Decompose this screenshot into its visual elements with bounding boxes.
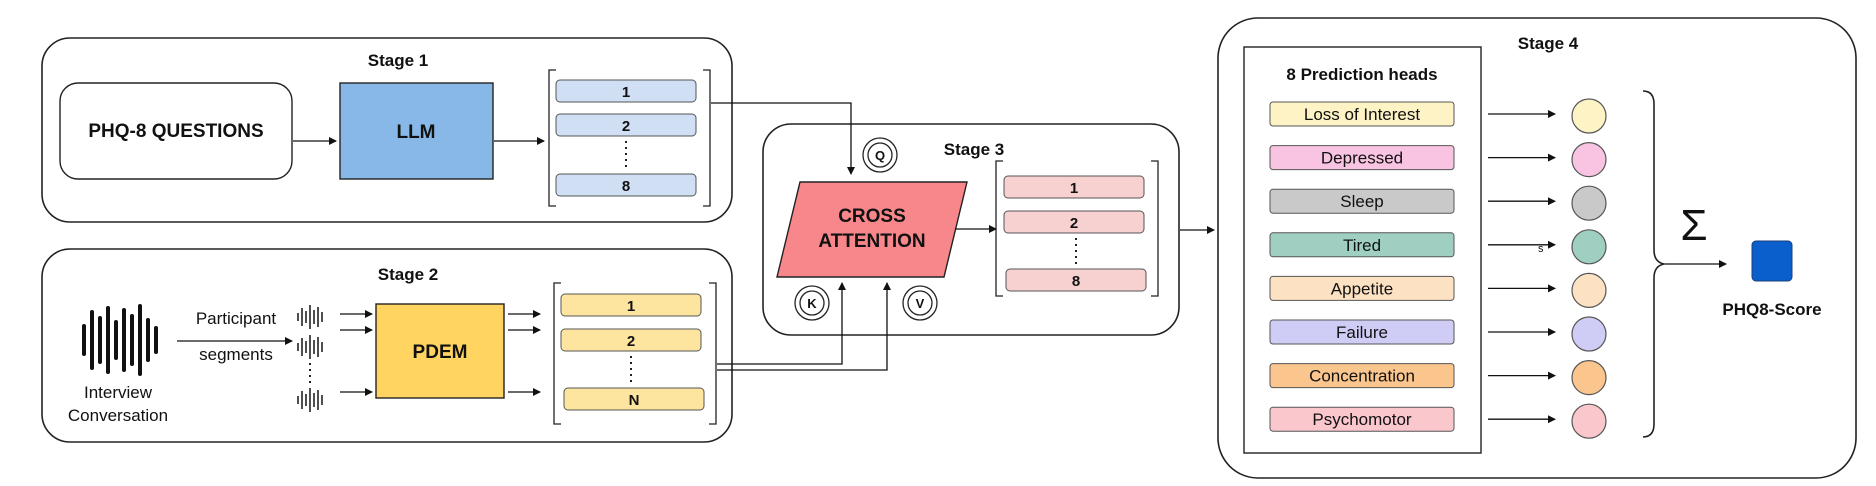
stage3-panel: Stage 3 Q CROSS ATTENTION K V 1 2 8: [762, 123, 1180, 336]
stage2-embedding-1-label: 1: [627, 298, 635, 315]
stage2-embedding-n-label: N: [629, 392, 640, 409]
prediction-head-box: [1269, 363, 1455, 389]
phq8-questions-label: PHQ-8 QUESTIONS: [88, 121, 263, 142]
stage1-embedding-1: [555, 79, 697, 103]
stage3-embedding-8-label: 8: [1072, 273, 1080, 290]
stage2-embedding-n: [563, 387, 705, 411]
stage3-embedding-2-label: 2: [1070, 215, 1078, 232]
stage1-embedding-8: [555, 173, 697, 197]
value-badge: V: [902, 285, 938, 321]
stage3-bracket-left: [995, 160, 1003, 297]
segments-label-line2: segments: [199, 345, 273, 364]
tired-arrow-mark: s: [1538, 243, 1544, 255]
value-label: V: [916, 296, 925, 311]
prediction-head-label: Concentration: [1309, 367, 1415, 386]
stage1-embedding-2-label: 2: [622, 118, 630, 135]
prediction-head-output-circle: [1571, 229, 1607, 265]
prediction-head-box: [1269, 319, 1455, 345]
stage1-bracket-left: [548, 69, 556, 207]
prediction-head-output-circle: [1571, 403, 1607, 439]
prediction-head-box: [1269, 275, 1455, 301]
stage4-panel: Stage 4 8 Prediction heads Loss of Inter…: [1217, 17, 1857, 479]
stage1-embedding-2: [555, 113, 697, 137]
phq8-score-label: PHQ8-Score: [1722, 300, 1821, 319]
prediction-head-sleep: Sleep: [1269, 185, 1607, 221]
cross-attention-line1: CROSS: [838, 206, 906, 227]
connector-stage1-to-query: [711, 102, 855, 175]
cross-attention-line2: ATTENTION: [818, 231, 925, 252]
prediction-head-box: [1269, 188, 1455, 214]
pdem-box: [375, 303, 505, 399]
connector-stage2-to-key: [717, 282, 846, 365]
phq8-questions-box: [59, 82, 293, 180]
stage1-embedding-1-label: 1: [622, 84, 630, 101]
prediction-head-output-circle: [1571, 98, 1607, 134]
key-badge: K: [794, 285, 830, 321]
prediction-head-box: [1269, 101, 1455, 127]
stage4-title: Stage 4: [1518, 34, 1579, 53]
prediction-head-failure: Failure: [1269, 316, 1607, 352]
segment-waveform-icons: [297, 305, 323, 412]
prediction-head-label: Appetite: [1331, 279, 1393, 298]
stage3-embedding-1-label: 1: [1070, 180, 1078, 197]
stage2-embedding-2: [560, 328, 702, 352]
prediction-head-loss-of-interest: Loss of Interest: [1269, 98, 1607, 134]
query-badge: Q: [862, 137, 898, 173]
stage3-title: Stage 3: [944, 140, 1004, 159]
prediction-head-output-circle: [1571, 272, 1607, 308]
key-label: K: [807, 296, 817, 311]
stage1-bracket-right: [703, 69, 711, 207]
prediction-head-label: Failure: [1336, 323, 1388, 342]
prediction-head-label: Sleep: [1340, 192, 1383, 211]
connector-stage2-to-value: [717, 282, 891, 371]
prediction-head-label: Psychomotor: [1312, 410, 1412, 429]
interview-label-line1: Interview: [84, 383, 153, 402]
prediction-head-output-circle: [1571, 142, 1607, 178]
prediction-head-box: [1269, 406, 1455, 432]
stage2-embedding-2-label: 2: [627, 333, 635, 350]
llm-box: [339, 82, 494, 180]
interview-waveform-icon: [82, 304, 158, 376]
stage1-panel: Stage 1 PHQ-8 QUESTIONS LLM 1 2 8: [41, 37, 733, 223]
stage1-title: Stage 1: [368, 51, 428, 70]
prediction-head-appetite: Appetite: [1269, 272, 1607, 308]
stage3-embedding-8: [1005, 268, 1147, 292]
interview-label-line2: Conversation: [68, 406, 168, 425]
query-label: Q: [875, 148, 885, 163]
prediction-head-depressed: Depressed: [1269, 142, 1607, 178]
prediction-head-label: Depressed: [1321, 149, 1403, 168]
cross-attention-box: [776, 181, 968, 278]
stage2-title: Stage 2: [378, 265, 438, 284]
prediction-head-label: Tired: [1343, 236, 1381, 255]
phq8-score-square: [1751, 240, 1793, 282]
stage3-embedding-2: [1003, 210, 1145, 234]
prediction-head-output-circle: [1571, 360, 1607, 396]
prediction-head-box: [1269, 232, 1455, 258]
pdem-label: PDEM: [413, 342, 468, 363]
prediction-head-box: [1269, 145, 1455, 171]
stage2-panel: Stage 2 Interview Conversation Participa…: [41, 248, 733, 443]
prediction-head-concentration: Concentration: [1269, 360, 1607, 396]
prediction-head-output-circle: [1571, 316, 1607, 352]
prediction-heads: Loss of InterestDepressedSleepTiredAppet…: [1269, 98, 1607, 439]
llm-label: LLM: [396, 122, 435, 143]
sum-symbol-icon: Σ: [1680, 201, 1707, 250]
prediction-head-tired: Tired: [1269, 229, 1607, 265]
stage3-bracket-right: [1151, 160, 1159, 297]
prediction-heads-title: 8 Prediction heads: [1286, 65, 1437, 84]
stage2-bracket-left: [553, 282, 561, 425]
stage3-embedding-1: [1003, 175, 1145, 199]
prediction-head-psychomotor: Psychomotor: [1269, 403, 1607, 439]
segments-label-line1: Participant: [196, 309, 277, 328]
prediction-head-output-circle: [1571, 185, 1607, 221]
stage1-embedding-8-label: 8: [622, 178, 630, 195]
stage2-bracket-right: [709, 282, 717, 425]
prediction-head-label: Loss of Interest: [1304, 105, 1421, 124]
stage2-embedding-1: [560, 293, 702, 317]
